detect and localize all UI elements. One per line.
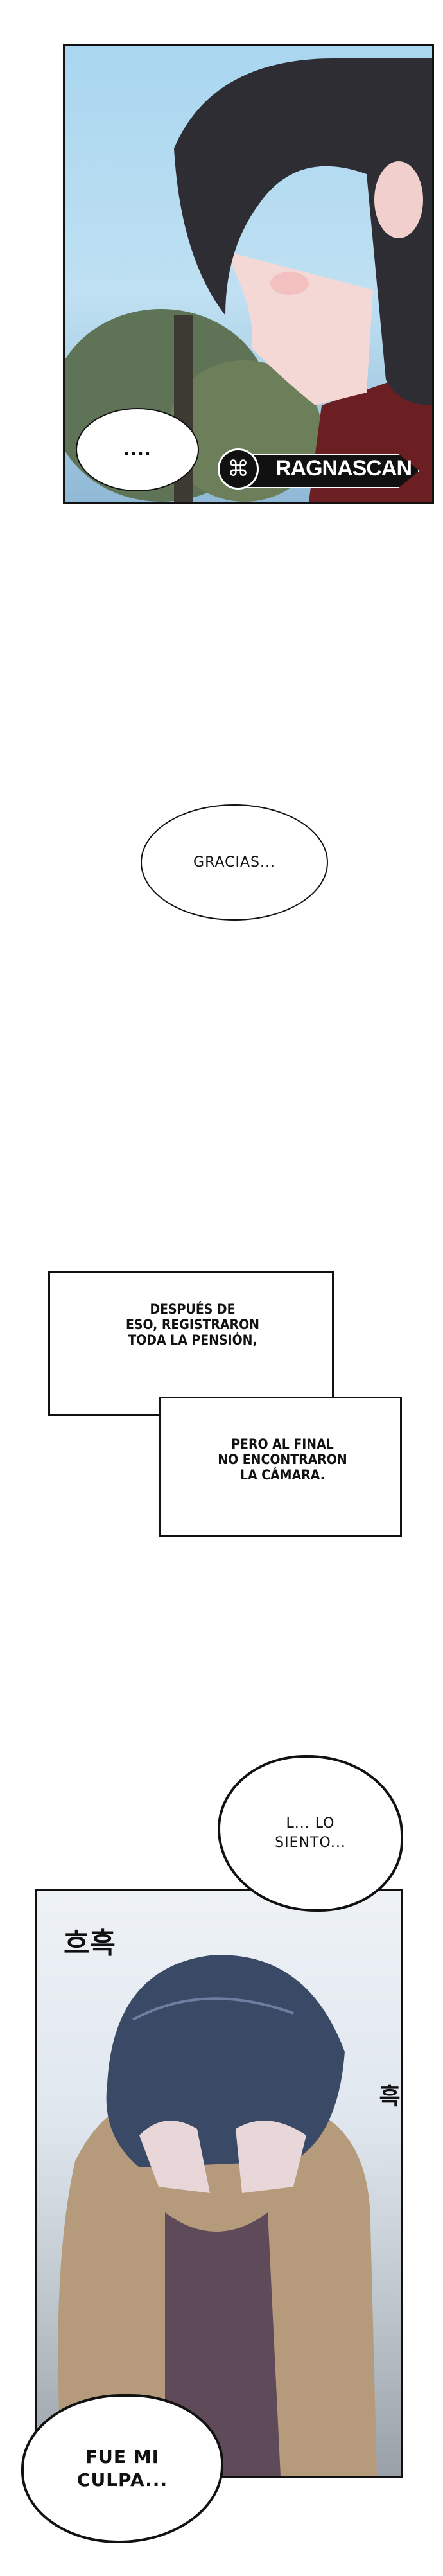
ragnascan-emblem-icon: ⌘ — [218, 448, 259, 490]
bubble-text: GRACIAS... — [193, 854, 275, 870]
narration-box-2 — [159, 1397, 402, 1537]
bubble-text: L... LO SIENTO... — [275, 1815, 346, 1851]
speech-bubble-ellipsis: .... — [76, 408, 199, 491]
sound-effect-sob-right: 흑 — [374, 2084, 401, 2107]
speech-bubble-lo-siento: L... LO SIENTO... — [218, 1755, 403, 1912]
speech-bubble-fue-mi-culpa: FUE MI CULPA... — [21, 2394, 223, 2543]
bubble-text: FUE MI CULPA... — [76, 2446, 168, 2491]
sound-effect-sob: 흐흑 — [64, 1927, 116, 1960]
bubble-text: .... — [123, 440, 152, 459]
comic-panel-girl-profile: .... — [63, 44, 434, 504]
crying-person-illustration — [58, 1955, 378, 2476]
comic-panel-crying: 흐흑 흑 — [35, 1889, 403, 2478]
narration-box-joint — [161, 1398, 332, 1418]
watermark-text: RAGNASCAN — [275, 456, 412, 481]
narration-text-2: PERO AL FINAL NO ENCONTRARON LA CÁMARA. — [218, 1436, 347, 1483]
narration-text-1: DESPUÉS DE ESO, REGISTRARON TODA LA PENS… — [126, 1301, 259, 1348]
speech-bubble-gracias: GRACIAS... — [141, 804, 328, 921]
ragnascan-watermark: ⌘ RAGNASCAN — [218, 448, 426, 491]
